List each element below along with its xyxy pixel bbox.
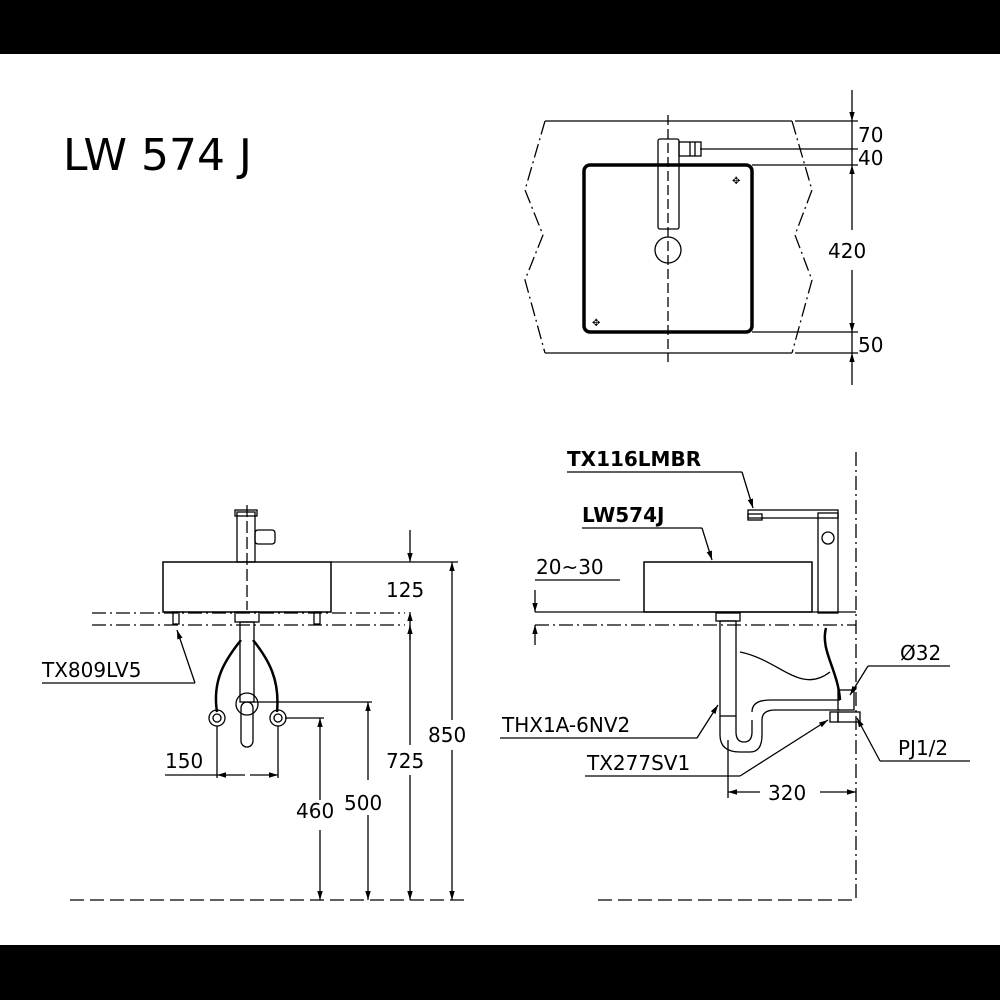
label-pj12: PJ1/2 <box>898 736 948 760</box>
dim-460: 460 <box>296 799 334 823</box>
label-tx809lv5: TX809LV5 <box>41 658 141 682</box>
drawing-title: LW 574 J <box>63 130 252 181</box>
dim-20-30: 20~30 <box>536 555 604 579</box>
label-lw574j: LW574J <box>582 503 664 527</box>
dim-150: 150 <box>165 749 203 773</box>
dim-70: 70 <box>858 123 883 147</box>
dim-320: 320 <box>768 781 806 805</box>
dim-125: 125 <box>386 578 424 602</box>
label-tx116lmbr: TX116LMBR <box>567 447 701 471</box>
side-view: TX116LMBR LW574J 20~30 THX1A-6NV2 TX277S… <box>500 447 970 901</box>
label-thx1a-6nv2: THX1A-6NV2 <box>501 713 630 737</box>
dim-40: 40 <box>858 146 883 170</box>
dim-850: 850 <box>428 723 466 747</box>
bottom-black-bar <box>0 945 1000 1000</box>
faucet-front <box>236 511 256 563</box>
top-black-bar <box>0 0 1000 54</box>
dim-500: 500 <box>344 791 382 815</box>
dim-50: 50 <box>858 333 883 357</box>
top-view: ✥ ✥ 70 40 420 50 <box>524 90 883 385</box>
faucet-body-side <box>817 512 839 614</box>
label-dia32: Ø32 <box>900 641 941 665</box>
basin-side <box>643 561 813 613</box>
label-tx277sv1: TX277SV1 <box>586 751 690 775</box>
dim-725: 725 <box>386 749 424 773</box>
svg-text:✥: ✥ <box>592 318 600 329</box>
svg-text:✥: ✥ <box>732 176 740 187</box>
front-view: TX809LV5 150 460 500 125 725 850 <box>41 505 466 901</box>
dim-420: 420 <box>828 239 866 263</box>
